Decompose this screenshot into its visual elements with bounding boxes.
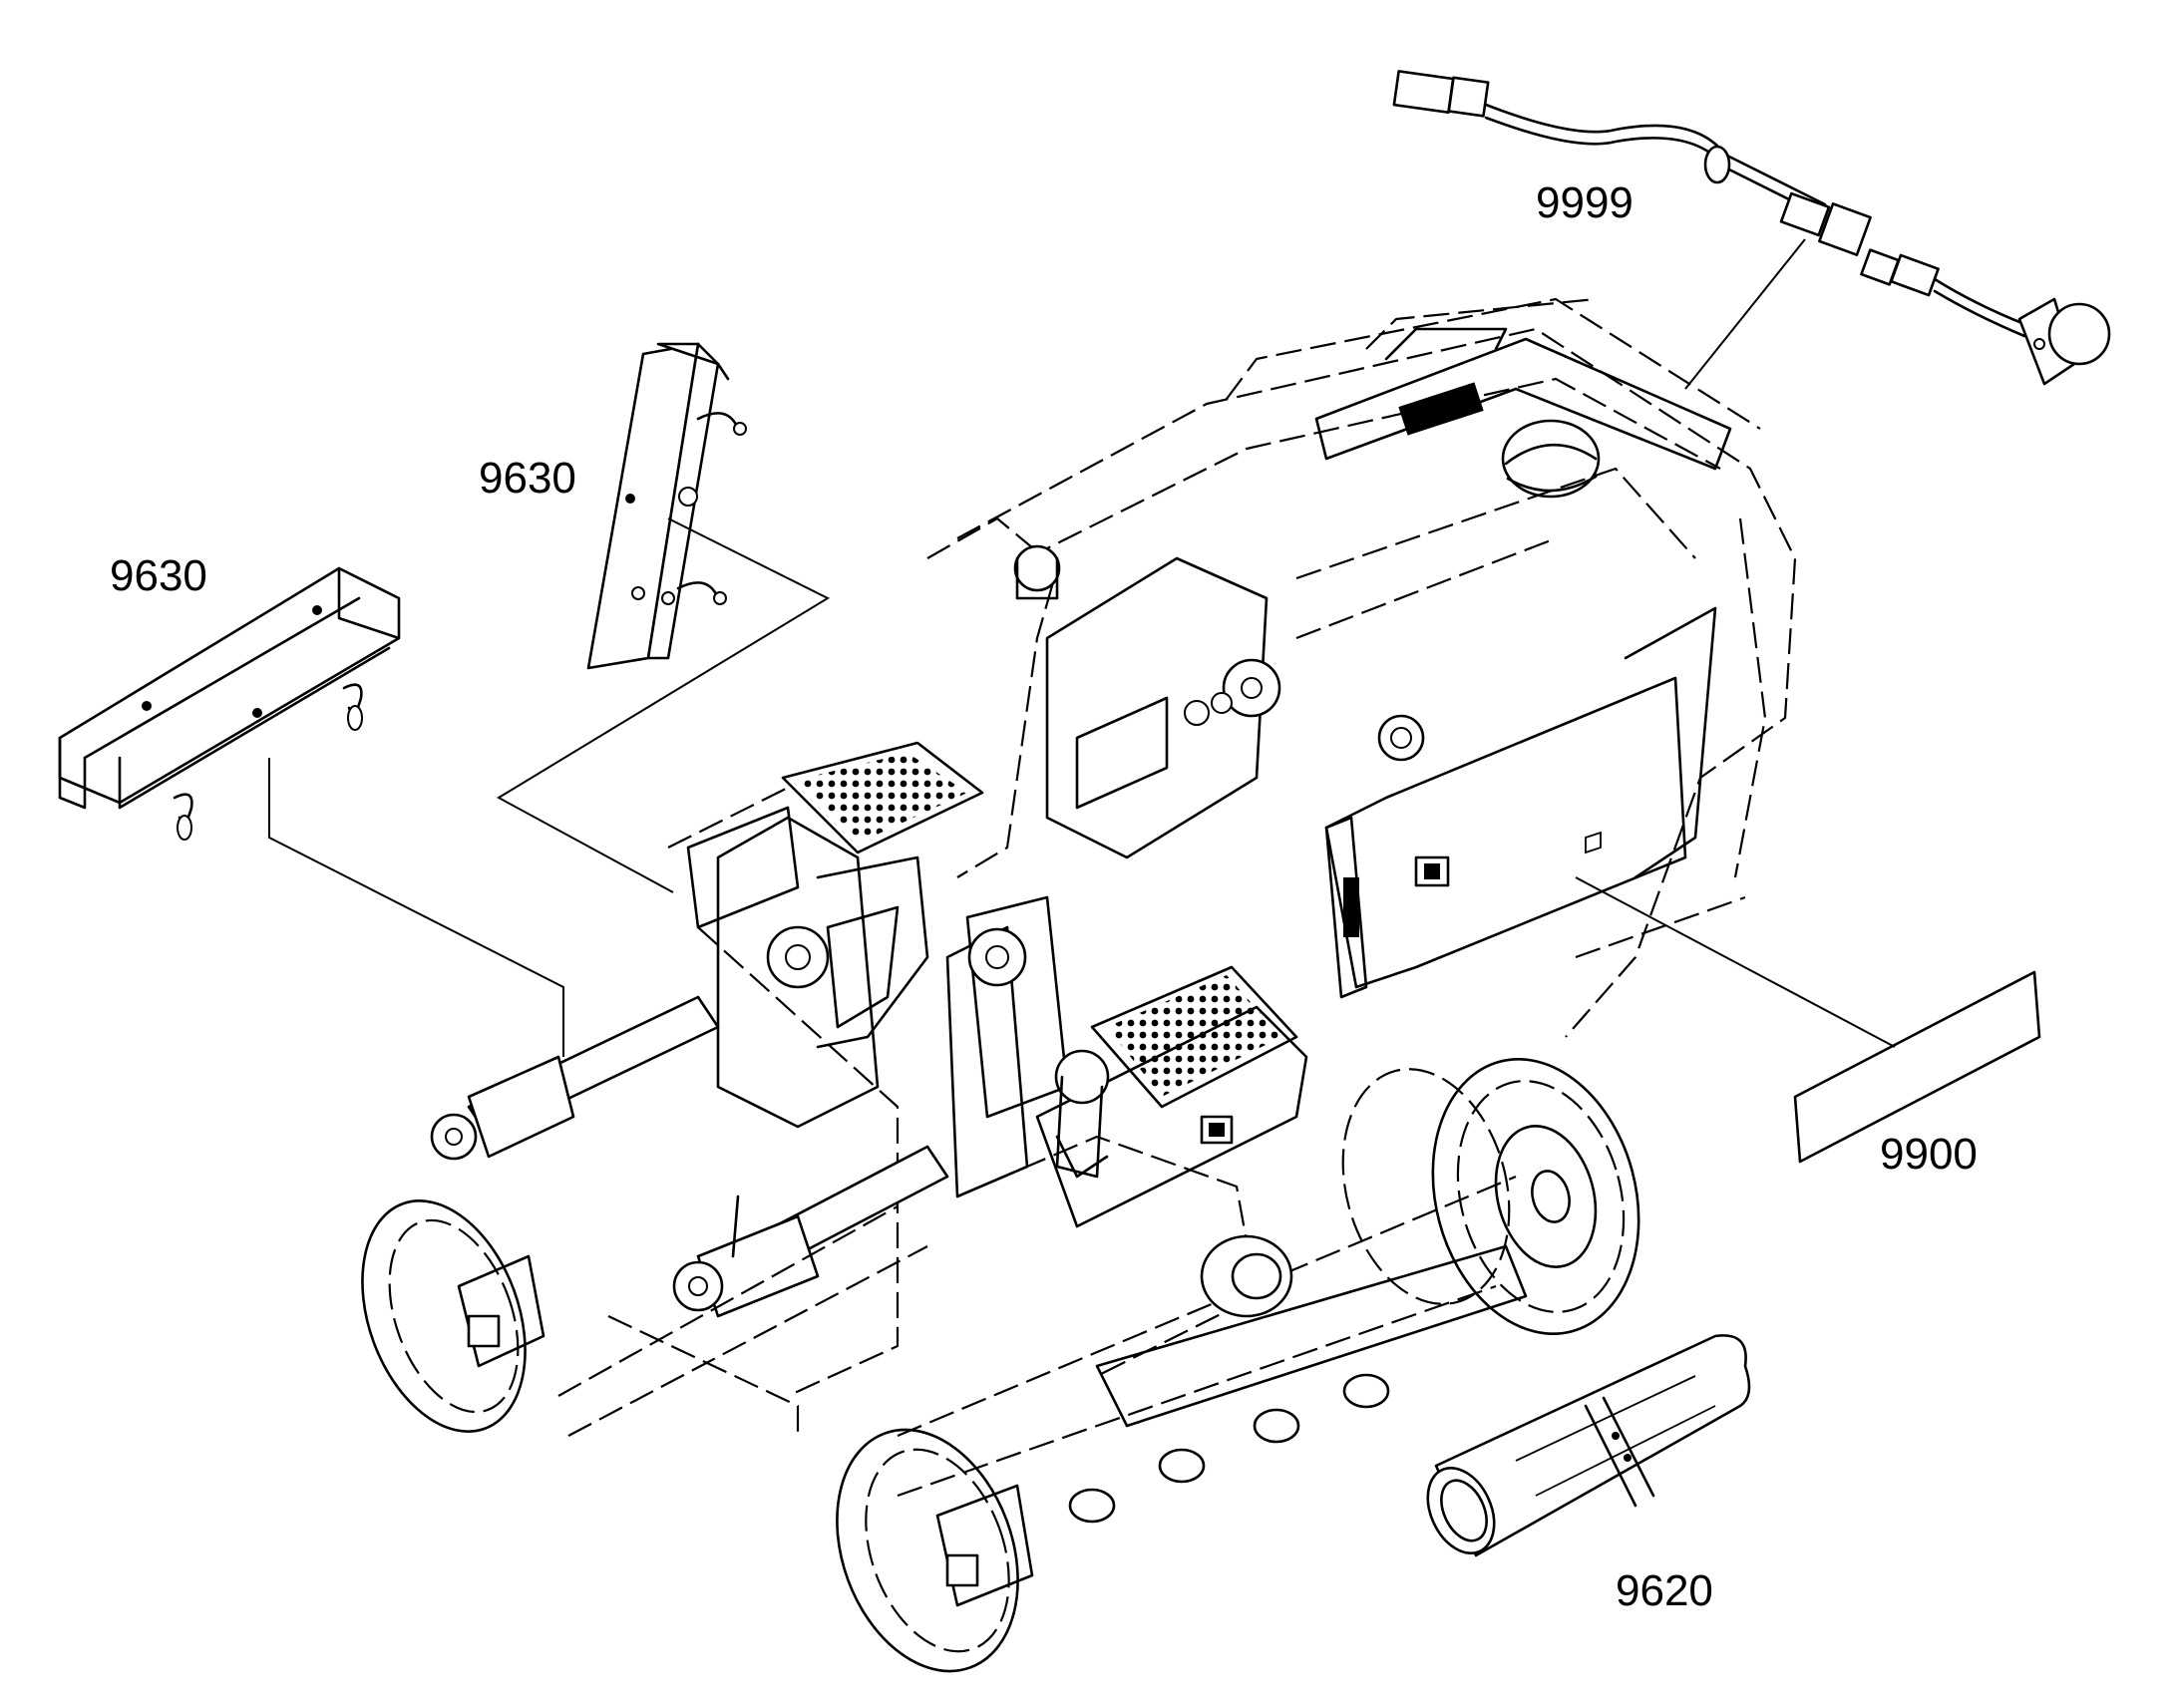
document-roll-label: 9620 [1616, 1566, 1713, 1615]
idler-wheel-left [361, 1199, 545, 1433]
crawler-machine-illustration [361, 297, 1797, 1673]
cover-plate-leader-line [496, 517, 831, 893]
guard-channel-label: 9630 [110, 551, 207, 600]
guard-channel-leader-line [268, 758, 564, 1057]
cover-plate-label: 9630 [479, 454, 576, 503]
guard-channel-part [58, 566, 401, 841]
decal-label: 9900 [1880, 1130, 1978, 1179]
drive-sprocket [1341, 1058, 1640, 1335]
wiring-harness-label: 9999 [1536, 178, 1634, 227]
decal-leader-line [1575, 876, 1896, 1048]
idler-wheel-front [836, 1428, 1034, 1673]
perforated-plate-left [781, 741, 984, 854]
hydraulic-cylinder-left [430, 995, 720, 1161]
hydraulic-cylinder-right [672, 1145, 949, 1318]
wiring-harness-part [1392, 70, 2111, 386]
wiring-harness-leader-line [1684, 238, 1806, 390]
document-roll-part [1426, 1334, 1751, 1557]
decal-part [1793, 970, 2041, 1164]
cover-plate-part [586, 342, 747, 670]
